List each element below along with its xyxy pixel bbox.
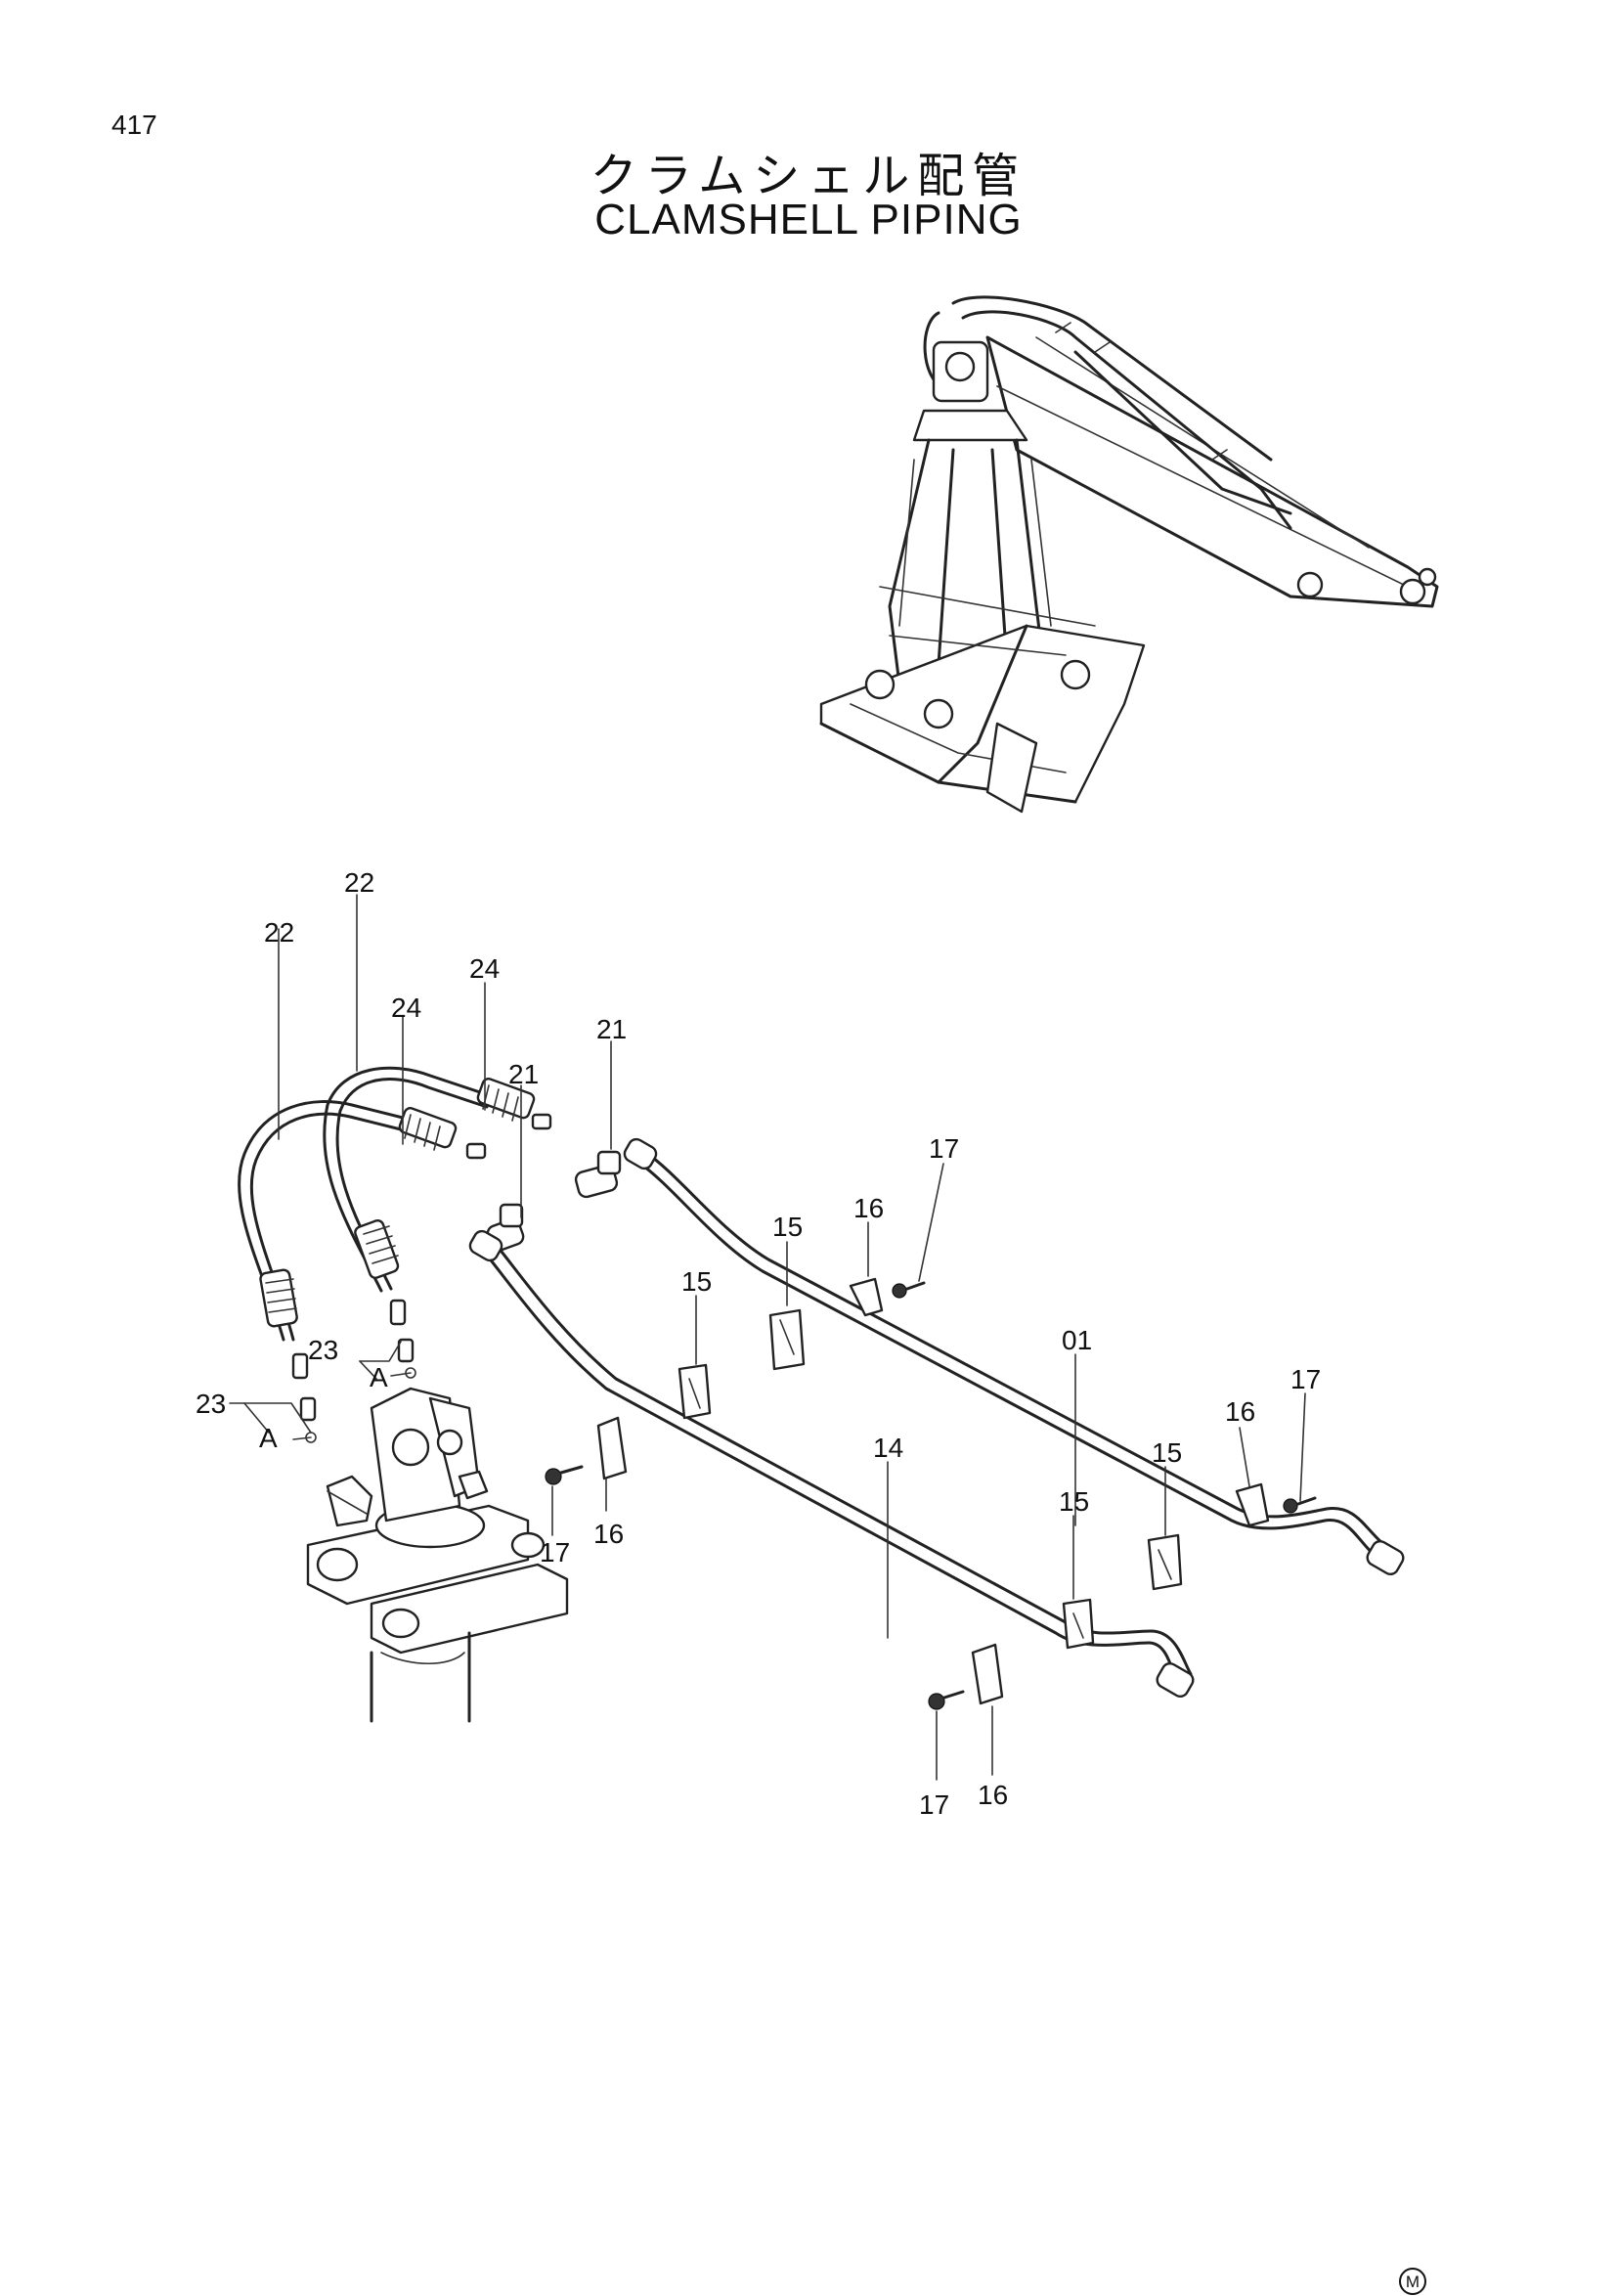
clamshell-overview-illustration <box>819 295 1439 814</box>
clamp-15-c <box>1147 1533 1183 1591</box>
page-title-japanese: クラムシェル配管 <box>590 149 1027 203</box>
clamp-15-d <box>1062 1598 1095 1650</box>
callout-16-right: 16 <box>1225 1396 1255 1427</box>
callout-a-right: A <box>370 1362 388 1392</box>
callout-17-left: 17 <box>540 1537 570 1567</box>
callout-24-upper: 24 <box>469 953 500 984</box>
callout-16-left: 16 <box>593 1519 624 1549</box>
bolt-17-c <box>1283 1496 1317 1514</box>
callout-15-left: 15 <box>681 1266 712 1297</box>
callout-15-top: 15 <box>772 1212 803 1242</box>
clamp-16-b <box>596 1416 628 1480</box>
bolt-17-d <box>928 1690 965 1710</box>
callout-21-upper: 21 <box>596 1014 627 1044</box>
swivel-cylinder-base <box>306 1387 569 1723</box>
callout-14: 14 <box>873 1433 903 1463</box>
clamp-16-c <box>1235 1482 1270 1527</box>
page-title-english: CLAMSHELL PIPING <box>594 196 1023 243</box>
callout-17-bottom: 17 <box>919 1789 949 1820</box>
leader-lines <box>229 894 1306 1781</box>
bolt-17-b <box>545 1465 584 1485</box>
clamp-16-a <box>849 1277 884 1317</box>
manufacturer-mark: M <box>1399 2268 1426 2295</box>
callout-16-top: 16 <box>853 1193 884 1223</box>
clamp-15-a <box>768 1308 806 1371</box>
hose-22-inner <box>323 1066 491 1293</box>
callout-15-lower-right: 15 <box>1059 1486 1089 1517</box>
callout-22-upper: 22 <box>344 867 374 898</box>
callout-24-lower: 24 <box>391 993 421 1023</box>
callout-23-left: 23 <box>196 1389 226 1419</box>
exploded-piping-diagram: 22 22 24 24 21 21 17 16 15 15 01 17 16 1… <box>196 867 1405 1820</box>
page-number: 417 <box>111 110 157 140</box>
callout-21-lower: 21 <box>508 1059 539 1089</box>
callout-23-right: 23 <box>308 1335 338 1365</box>
manufacturer-mark-letter: M <box>1406 2273 1420 2291</box>
callout-01: 01 <box>1062 1325 1092 1355</box>
callout-a-left: A <box>259 1423 278 1453</box>
callout-17-top: 17 <box>929 1133 959 1164</box>
bolt-17-a <box>892 1281 926 1299</box>
clamp-16-d <box>971 1643 1004 1705</box>
callout-17-right: 17 <box>1290 1364 1321 1394</box>
clamp-15-b <box>677 1363 712 1420</box>
pipe-01 <box>638 1162 1390 1567</box>
callout-16-bottom: 16 <box>978 1780 1008 1810</box>
callout-15-right: 15 <box>1152 1437 1182 1468</box>
elbow-21-b <box>574 1150 622 1199</box>
callout-22-lower: 22 <box>264 917 294 948</box>
